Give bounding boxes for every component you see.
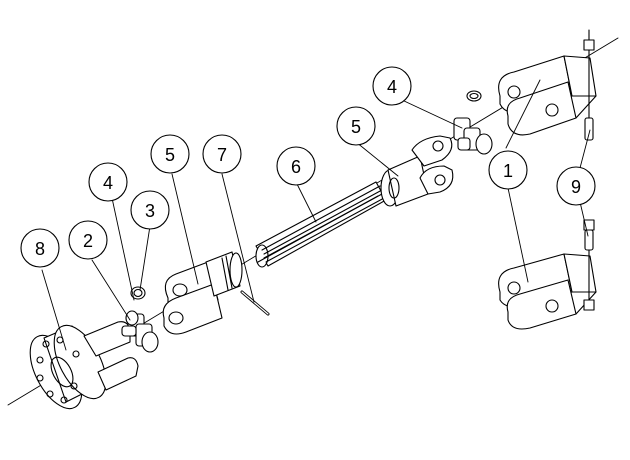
callout-8: 8 [20,228,60,268]
inner-yoke-left [162,251,243,335]
svg-text:7: 7 [217,145,227,165]
snap-ring-right [466,90,482,102]
cross-journal-right [453,117,493,155]
svg-text:2: 2 [83,231,93,251]
callout-7: 7 [202,134,242,174]
snap-ring-left [130,286,146,300]
callout-2: 2 [68,220,108,260]
spring-pin [240,290,270,316]
svg-text:6: 6 [291,157,301,177]
svg-text:3: 3 [145,201,155,221]
callout-5-left: 5 [150,134,190,174]
svg-text:4: 4 [387,77,397,97]
flange-yoke-part [29,321,139,410]
svg-text:4: 4 [103,173,113,193]
callout-1: 1 [488,150,528,190]
svg-text:5: 5 [165,145,175,165]
callout-4-left: 4 [88,162,128,202]
svg-text:1: 1 [503,161,513,181]
callout-3: 3 [130,190,170,230]
svg-text:8: 8 [35,239,45,259]
splined-shaft [255,181,387,268]
svg-text:5: 5 [351,117,361,137]
callout-4-right: 4 [372,66,412,106]
callout-5-right: 5 [336,106,376,146]
bolt-pin-upper [583,29,595,141]
svg-text:9: 9 [571,177,581,197]
outer-yoke-right [380,135,454,207]
leader-lines [41,79,591,351]
callout-6: 6 [276,146,316,186]
cross-journal-left [121,310,159,353]
callout-9: 9 [556,166,596,206]
bolt-pin-lower [583,219,595,311]
clevis-upper [498,55,597,136]
clevis-lower [498,253,597,330]
